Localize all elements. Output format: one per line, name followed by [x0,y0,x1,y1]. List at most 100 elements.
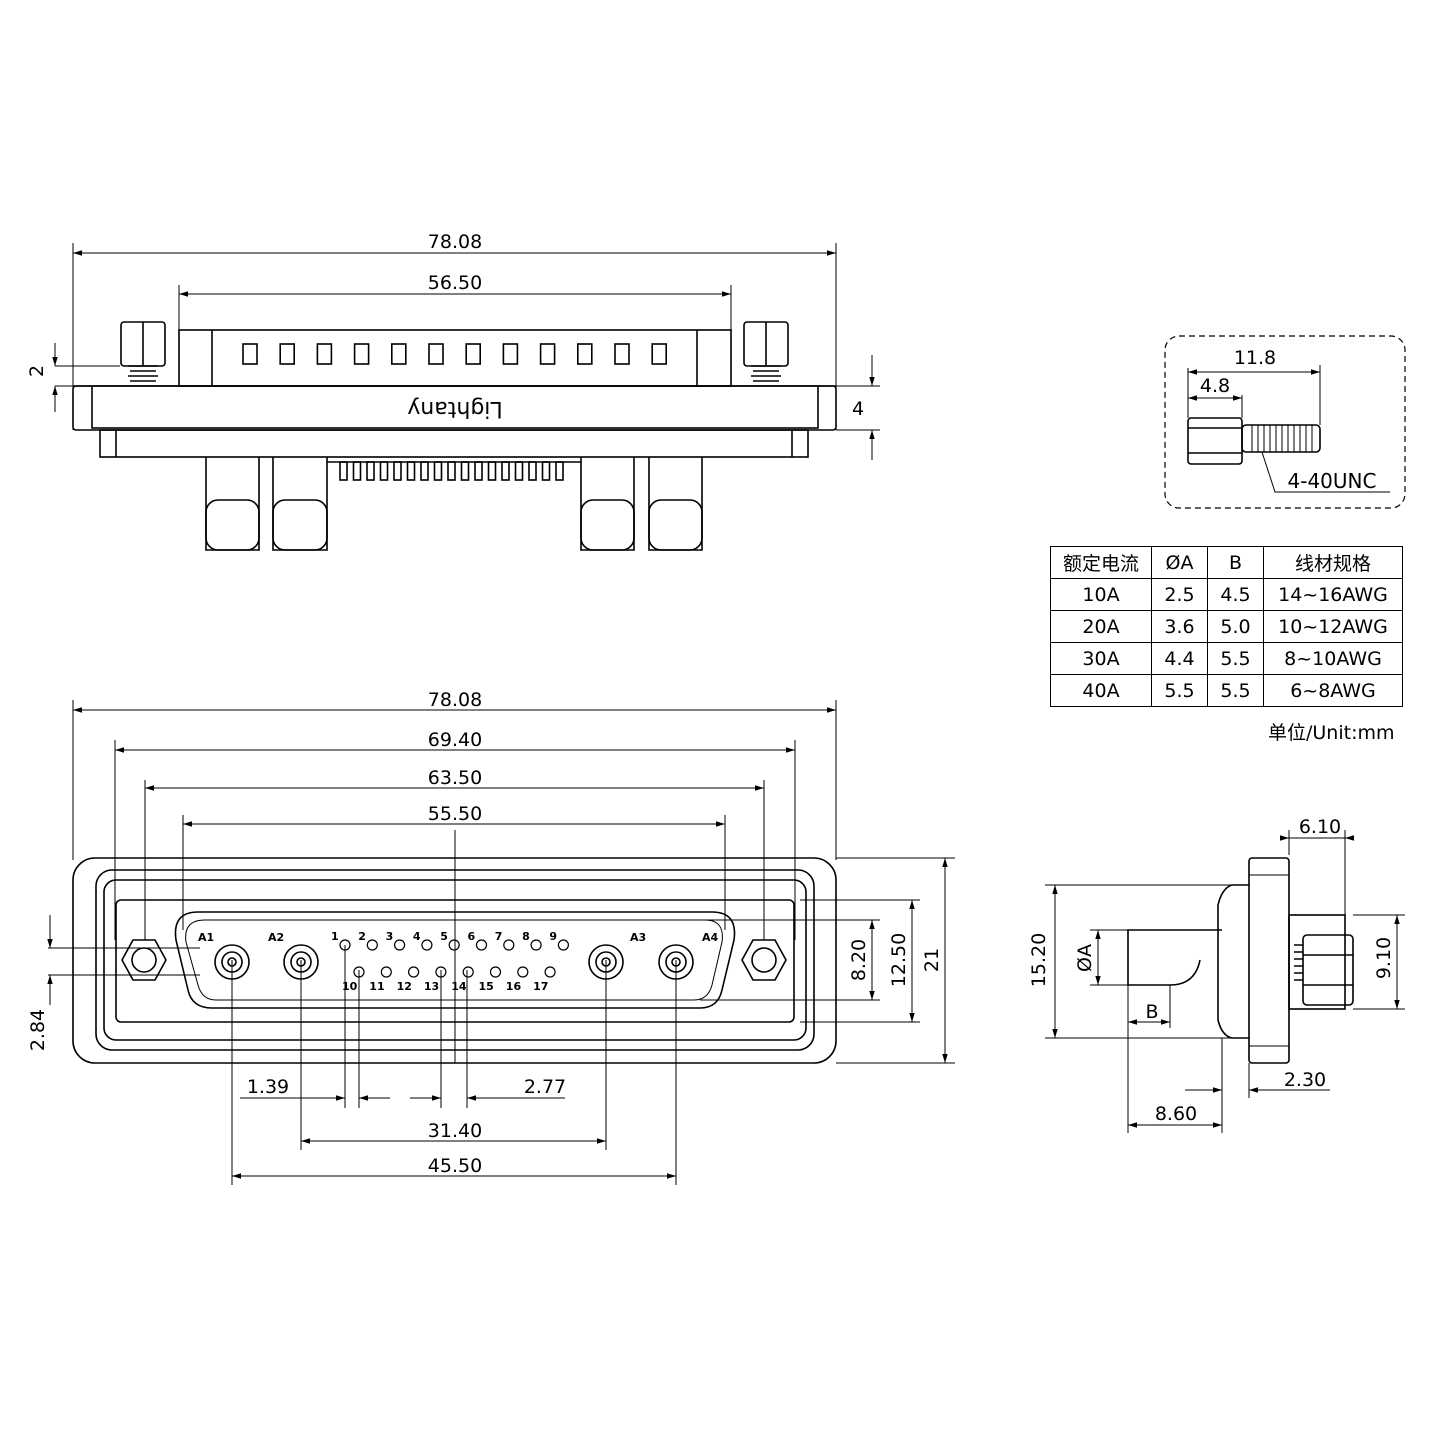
dim-front-d-inner: 55.50 [428,803,482,825]
signal-pin-label: 11 [369,980,384,993]
signal-pin-label: 6 [468,930,476,943]
slot [576,343,593,365]
cell-b: 5.0 [1207,610,1264,643]
signal-tail [406,461,416,481]
signal-pin-label: 2 [358,930,366,943]
signal-pin-label: 9 [549,930,557,943]
dim-side-gap: 2.30 [1284,1069,1326,1091]
signal-tail [339,461,348,481]
cell-diameter: 2.5 [1151,578,1208,611]
cell-b: 4.5 [1207,578,1264,611]
signal-pin-label: 3 [386,930,394,943]
signal-pin-label: 7 [495,930,503,943]
dim-top-overall: 78.08 [428,231,482,253]
signal-contact [544,966,556,978]
signal-contacts [339,939,570,978]
signal-pin-label: 16 [506,980,522,993]
dim-top-standoff: 2 [26,365,48,377]
signal-pin-label: 5 [440,930,448,943]
shell-slots [242,343,668,365]
label-thread: 4-40UNC [1288,469,1377,493]
dim-top-flange: 4 [852,398,864,420]
slot [502,343,519,365]
table-row: 30A 4.4 5.5 8~10AWG [1050,642,1403,675]
signal-contact [557,939,570,951]
signal-tail [555,461,564,481]
slot [651,343,668,365]
signal-tail [379,461,389,481]
slot [316,343,333,365]
signal-tails [339,461,564,481]
signal-tail [487,461,497,481]
cell-wire: 10~12AWG [1263,610,1403,643]
signal-pin-label: 10 [342,980,358,993]
dim-front-screw-span: 69.40 [428,729,482,751]
screw-detail [1164,335,1406,509]
cell-current: 30A [1050,642,1152,675]
signal-tail [352,461,362,481]
cell-wire: 14~16AWG [1263,578,1403,611]
signal-tail [420,461,429,481]
header-b: B [1207,546,1264,579]
dim-side-height: 15.20 [1028,933,1050,987]
side-view [1045,830,1405,1133]
cell-diameter: 3.6 [1151,610,1208,643]
unit-label: 单位/Unit:mm [1268,722,1395,744]
slot [614,343,630,365]
signal-contact [503,939,515,951]
power-pin-label: A3 [630,931,646,944]
cell-current: 40A [1050,674,1152,707]
slot [353,343,370,365]
header-wire: 线材规格 [1263,546,1403,579]
signal-contact [421,939,433,951]
signal-tail [460,461,470,481]
dim-front-d-span: 63.50 [428,767,482,789]
signal-pin-label: 17 [533,980,548,993]
cell-diameter: 4.4 [1151,642,1208,675]
slot [539,343,556,365]
power-pin-label: A2 [268,931,284,944]
dim-height-inner: 8.20 [848,939,870,981]
signal-tail [474,461,483,481]
dim-top-shell: 56.50 [428,272,482,294]
signal-pin-label: 12 [397,980,412,993]
slot [279,343,296,365]
dim-front-overall: 78.08 [428,689,482,711]
signal-tail [433,461,443,481]
table-row: 10A 2.5 4.5 14~16AWG [1050,578,1403,611]
signal-contact [408,966,420,978]
power-pin-label: A1 [198,931,214,944]
dim-side-nut: 9.10 [1373,937,1395,979]
dim-power-inner: 31.40 [428,1120,482,1142]
slot [242,343,258,365]
spec-table: 额定电流 ØA B 线材规格 10A 2.5 4.5 14~16AWG 20A … [1050,546,1403,707]
signal-tail [393,461,402,481]
signal-pin-label: 15 [479,980,494,993]
top-view [52,243,880,551]
dim-power-outer: 45.50 [428,1155,482,1177]
signal-tail [541,461,551,481]
signal-tail [447,461,456,481]
signal-tail [501,461,510,481]
cell-wire: 6~8AWG [1263,674,1403,707]
label-diameter: ØA [1074,944,1096,972]
signal-contact [394,939,406,951]
slot [390,343,407,365]
dim-height-total: 21 [921,948,943,972]
signal-pin-label: 13 [424,980,439,993]
signal-pin-label: 1 [331,930,339,943]
power-pin-label: A4 [702,931,719,944]
spec-header-row: 额定电流 ØA B 线材规格 [1050,546,1403,579]
label-b: B [1145,1001,1158,1023]
cell-diameter: 5.5 [1151,674,1208,707]
dim-screw-head: 4.8 [1200,375,1230,397]
cell-b: 5.5 [1207,674,1264,707]
dim-side-depth: 8.60 [1155,1103,1197,1125]
cell-wire: 8~10AWG [1263,642,1403,675]
brand-logo: Lightany [407,396,502,421]
signal-tail [366,461,375,481]
header-current: 额定电流 [1050,546,1152,579]
signal-contact [530,939,542,951]
signal-contact [366,939,378,951]
signal-pin-label: 4 [413,930,421,943]
